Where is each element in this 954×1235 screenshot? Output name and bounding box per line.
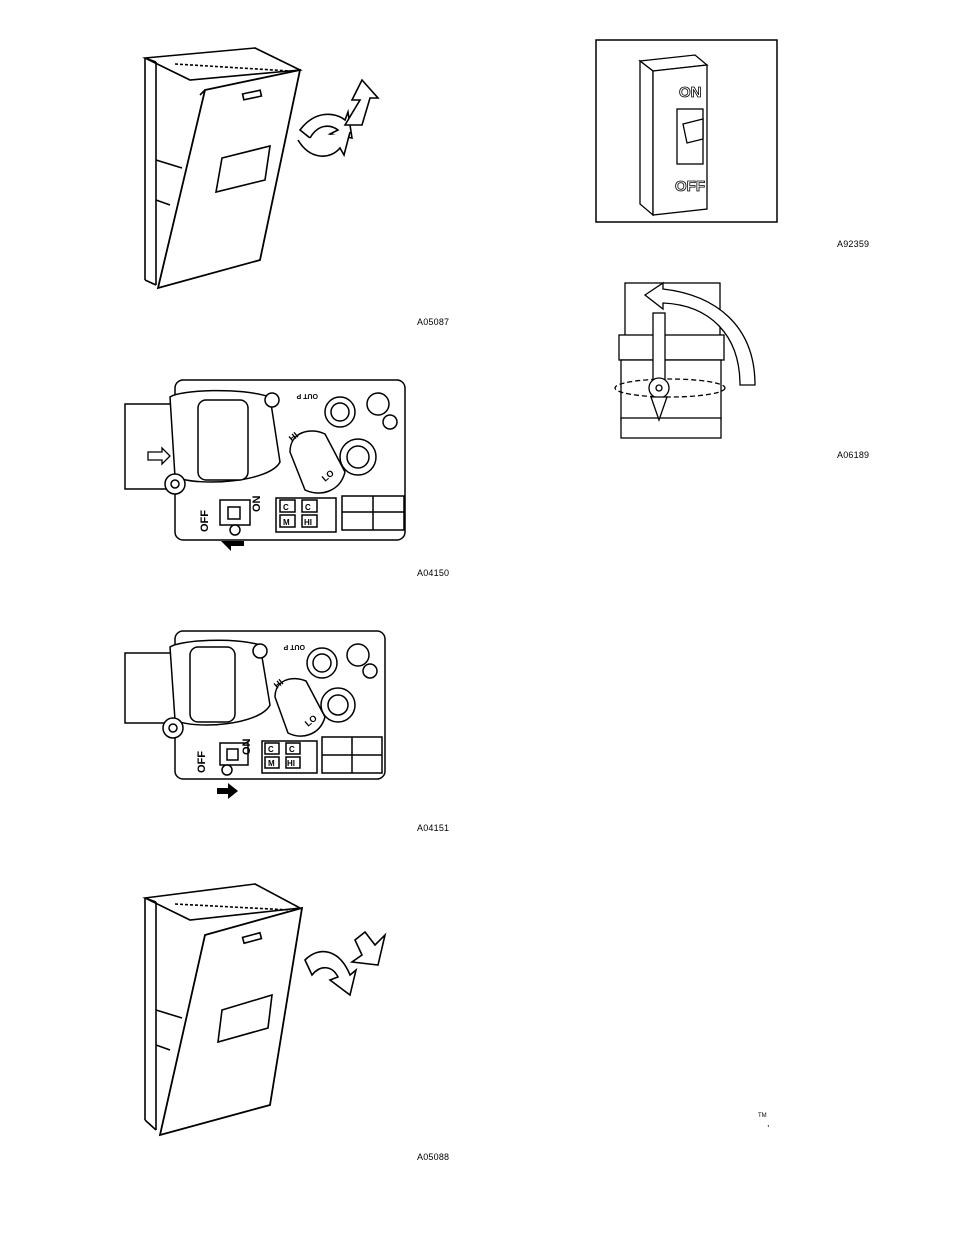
valve-m-label: M <box>268 759 275 768</box>
power-switch-illustration: ON OFF <box>595 39 778 223</box>
figure-manual-gas-cock <box>605 275 765 445</box>
valve-on-label: ON <box>251 495 263 512</box>
comma-mark: , <box>767 1118 770 1128</box>
trademark-mark: TM <box>758 1113 767 1119</box>
valve-out-label: OUT P <box>296 392 318 399</box>
door-install-illustration <box>142 883 387 1137</box>
gas-valve-on-illustration: ON OFF OUT P HI LO C C M HI <box>124 630 386 799</box>
valve-on-label: ON <box>241 738 253 755</box>
valve-c-label: C <box>305 503 311 512</box>
figure-power-switch: ON OFF <box>595 39 778 223</box>
door-removal-illustration <box>142 47 380 290</box>
figure-door-install <box>140 880 400 1138</box>
valve-hi-label: HI <box>304 518 312 527</box>
gas-cock-illustration <box>614 281 756 439</box>
valve-out-label: OUT P <box>283 643 305 650</box>
valve-off-label: OFF <box>196 751 208 773</box>
valve-hi-label: HI <box>287 759 295 768</box>
switch-on-label: ON <box>679 84 702 101</box>
figure-code: A04150 <box>417 568 450 578</box>
figure-door-removal <box>140 40 400 295</box>
figure-gas-valve-off: ON OFF OUT P HI LO C C M HI <box>120 372 410 557</box>
gas-valve-off-illustration: ON OFF OUT P HI LO C C M HI <box>124 379 406 551</box>
figure-code: A05087 <box>417 317 450 327</box>
valve-off-label: OFF <box>199 510 211 532</box>
figure-gas-valve-on: ON OFF OUT P HI LO C C M HI <box>120 625 390 805</box>
figure-code: A04151 <box>417 823 450 833</box>
figure-code: A92359 <box>837 239 870 249</box>
valve-c-label: C <box>268 745 274 754</box>
valve-c-label: C <box>289 745 295 754</box>
switch-off-label: OFF <box>675 178 705 195</box>
figure-code: A06189 <box>837 450 870 460</box>
valve-m-label: M <box>283 518 290 527</box>
figure-code: A05088 <box>417 1152 450 1162</box>
valve-c-label: C <box>283 503 289 512</box>
